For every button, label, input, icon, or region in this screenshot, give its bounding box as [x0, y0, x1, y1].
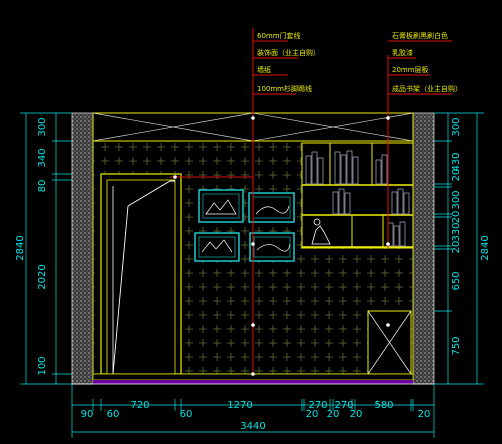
- dim-bottom-5: 1270: [227, 400, 252, 411]
- dim-bottom-10: 20: [350, 409, 363, 420]
- dim-right-3: 20: [451, 169, 462, 182]
- bottom-dimension-lines: [71, 384, 435, 438]
- dim-right-2: 430: [451, 152, 462, 171]
- right-dimension-lines: [434, 112, 484, 385]
- dim-bottom-1: 90: [81, 409, 94, 420]
- door-casing-inner: [106, 179, 176, 375]
- leader-dot-5: [386, 116, 390, 120]
- dim-bottom-8: 20: [327, 409, 340, 420]
- note-left-4: 100mm杉脚踢线: [257, 84, 312, 93]
- dim-left-2: 340: [37, 148, 48, 167]
- note-left-3: 墙纸: [257, 65, 271, 74]
- note-right-2: 乳胶漆: [392, 48, 413, 57]
- dim-right-4: 300: [451, 190, 462, 209]
- dim-bottom-2: 60: [107, 409, 120, 420]
- dim-left-4: 2020: [37, 264, 48, 289]
- note-left-1: 60mm门套线: [257, 31, 301, 40]
- dim-right-9: 750: [451, 336, 462, 355]
- dim-bottom-4: 60: [180, 409, 193, 420]
- dim-bottom-7: 270: [308, 400, 327, 411]
- right-wall-hatch: [412, 112, 435, 385]
- leader-dot-4: [251, 372, 255, 376]
- dim-left-5: 100: [37, 356, 48, 375]
- note-right-3: 20mm层板: [392, 65, 429, 74]
- note-right-1: 石膏板刷黑刷白色: [392, 31, 448, 40]
- note-left-2: 装饰面（业主自购）: [257, 48, 320, 57]
- dim-bottom-12: 20: [418, 409, 431, 420]
- dim-left-3: 80: [37, 180, 48, 193]
- leader-dot-7: [386, 323, 390, 327]
- ceiling-cross-2: [92, 112, 254, 142]
- dim-bottom-total: 3440: [240, 421, 265, 432]
- floor-strip: [93, 380, 413, 384]
- dim-right-total: 2840: [480, 235, 491, 260]
- dim-bottom-3: 720: [130, 400, 149, 411]
- leader-dot-2: [251, 242, 255, 246]
- dim-bottom-11: 580: [374, 400, 393, 411]
- dim-bottom-9: 270: [334, 400, 353, 411]
- left-dimension-lines: [20, 112, 72, 385]
- picture-frame-2: [248, 192, 295, 223]
- leader-dot-3: [251, 323, 255, 327]
- dim-left-1: 300: [37, 117, 48, 136]
- dim-left-total: 2840: [15, 235, 26, 260]
- leader-dot-1: [251, 116, 255, 120]
- dim-right-5: 20: [451, 211, 462, 224]
- bookshelf: [301, 142, 414, 249]
- note-right-4: 成品书架（业主自购）: [392, 84, 462, 93]
- leader-dot-6: [386, 242, 390, 246]
- picture-frame-4: [249, 232, 295, 262]
- dim-right-6: 330: [451, 222, 462, 241]
- dim-right-8: 650: [451, 271, 462, 290]
- picture-frame-1: [198, 189, 244, 223]
- leader-dot-8: [173, 175, 177, 179]
- low-cabinet: [367, 310, 412, 375]
- left-wall-hatch: [71, 112, 94, 385]
- door-leaf-open: [112, 180, 175, 375]
- dim-right-1: 300: [451, 117, 462, 136]
- dim-right-7: 20: [451, 241, 462, 254]
- picture-frame-3: [194, 232, 240, 262]
- dim-bottom-6: 20: [306, 409, 319, 420]
